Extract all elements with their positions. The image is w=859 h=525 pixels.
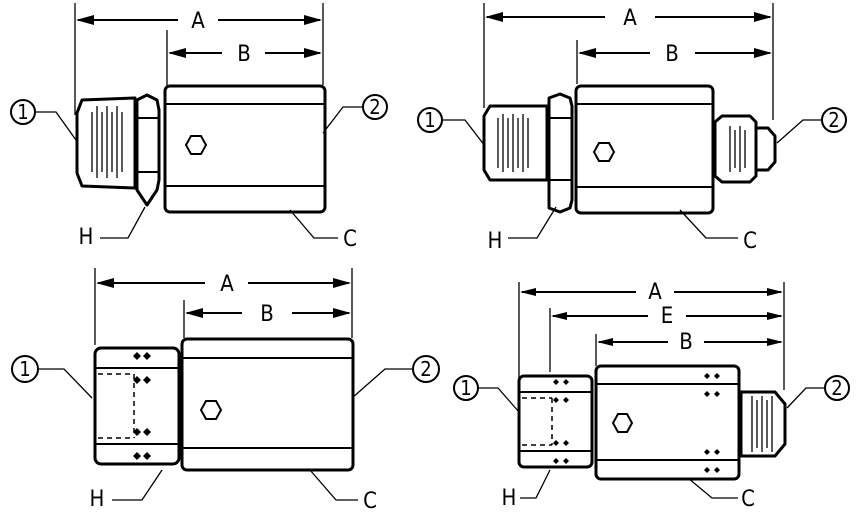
flare-end: [739, 390, 787, 458]
callout-c: C: [679, 209, 757, 254]
callout-port-1: 1: [10, 99, 77, 141]
hex-body: [574, 84, 715, 215]
callout-port-1: 1: [453, 375, 520, 413]
svg-text:H: H: [488, 229, 503, 254]
flow-hex-icon: [592, 142, 616, 162]
flow-hex-icon: [184, 135, 208, 155]
svg-text:2: 2: [369, 95, 380, 119]
svg-text:C: C: [741, 487, 755, 512]
callout-port-2: 2: [786, 375, 850, 409]
svg-text:H: H: [502, 486, 517, 511]
figure-top-left: A B: [10, 3, 388, 252]
svg-text:1: 1: [17, 100, 28, 124]
callout-port-1: 1: [11, 355, 93, 399]
flow-hex-icon: [611, 413, 634, 433]
figure-bottom-left: A B: [11, 268, 440, 514]
callout-h: H: [488, 206, 557, 254]
callout-port-2: 2: [351, 355, 440, 399]
dimension-b: B: [597, 330, 783, 355]
hex-nut: [547, 92, 574, 214]
dimension-a: A: [76, 9, 322, 34]
hex-body: [180, 337, 355, 472]
callout-h: H: [90, 469, 163, 512]
svg-text:C: C: [363, 489, 377, 514]
callout-c: C: [687, 477, 755, 512]
dimension-b: B: [168, 42, 322, 67]
svg-text:2: 2: [831, 376, 842, 400]
svg-text:H: H: [90, 487, 105, 512]
figure-top-right: A B: [417, 3, 847, 254]
hex-body: [594, 364, 741, 481]
svg-text:1: 1: [424, 108, 435, 132]
svg-text:C: C: [343, 227, 357, 252]
svg-text:B: B: [679, 330, 693, 355]
svg-text:C: C: [743, 229, 757, 254]
dimension-e: E: [551, 304, 783, 329]
flare-end: [713, 114, 777, 184]
callout-c: C: [289, 209, 357, 252]
svg-text:A: A: [623, 6, 637, 31]
male-thread-end: [482, 104, 549, 182]
swivel-nut: [517, 374, 594, 469]
hex-nut: [135, 93, 161, 207]
svg-text:B: B: [665, 42, 679, 67]
svg-text:2: 2: [828, 108, 839, 132]
label-b: B: [237, 42, 251, 67]
callout-h: H: [79, 206, 146, 250]
svg-text:1: 1: [460, 376, 471, 400]
male-pipe-end: [75, 96, 137, 190]
callout-port-2: 2: [322, 94, 388, 134]
label-a: A: [191, 9, 205, 34]
callout-port-2: 2: [776, 107, 847, 144]
callout-h: H: [502, 469, 551, 511]
svg-text:H: H: [79, 225, 94, 250]
svg-text:E: E: [661, 304, 674, 329]
flow-hex-icon: [199, 400, 223, 420]
dimension-b: B: [578, 42, 772, 67]
svg-text:1: 1: [19, 357, 30, 381]
callout-c: C: [309, 469, 377, 514]
dimension-a: A: [96, 272, 351, 297]
dimension-b: B: [185, 302, 351, 327]
svg-text:B: B: [260, 302, 274, 327]
swivel-nut: [93, 346, 181, 466]
svg-text:A: A: [220, 272, 234, 297]
svg-text:A: A: [648, 280, 662, 305]
dimension-a: A: [520, 280, 783, 305]
svg-text:2: 2: [420, 357, 431, 381]
figure-bottom-right: A E B: [453, 280, 850, 512]
hex-body: [163, 84, 327, 214]
callout-port-1: 1: [417, 107, 486, 147]
dimension-a: A: [485, 6, 772, 31]
